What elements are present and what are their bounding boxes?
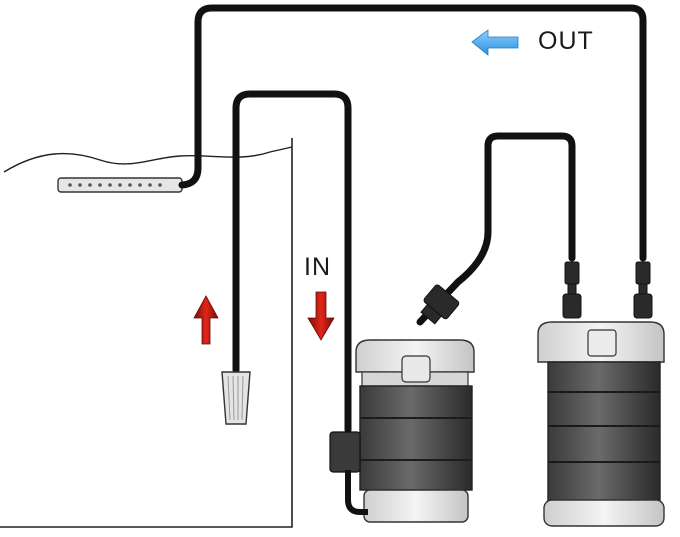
intake-hose bbox=[232, 90, 352, 434]
aquarium-tank bbox=[0, 138, 293, 528]
arrow-left-icon bbox=[471, 29, 519, 56]
main-canister bbox=[537, 321, 665, 527]
prefilter-canister bbox=[329, 339, 475, 523]
outlet-hose bbox=[178, 4, 647, 262]
tank-wall bbox=[0, 138, 293, 528]
arrow-down-icon bbox=[307, 291, 335, 341]
in-label: IN bbox=[304, 253, 331, 281]
intake-strainer bbox=[221, 371, 251, 425]
water-surface-line bbox=[3, 146, 293, 173]
connector-hose bbox=[416, 132, 576, 326]
hose-fittings bbox=[420, 261, 653, 325]
out-label: OUT bbox=[538, 27, 594, 55]
spray-bar bbox=[57, 177, 183, 193]
arrow-up-icon bbox=[193, 295, 219, 345]
